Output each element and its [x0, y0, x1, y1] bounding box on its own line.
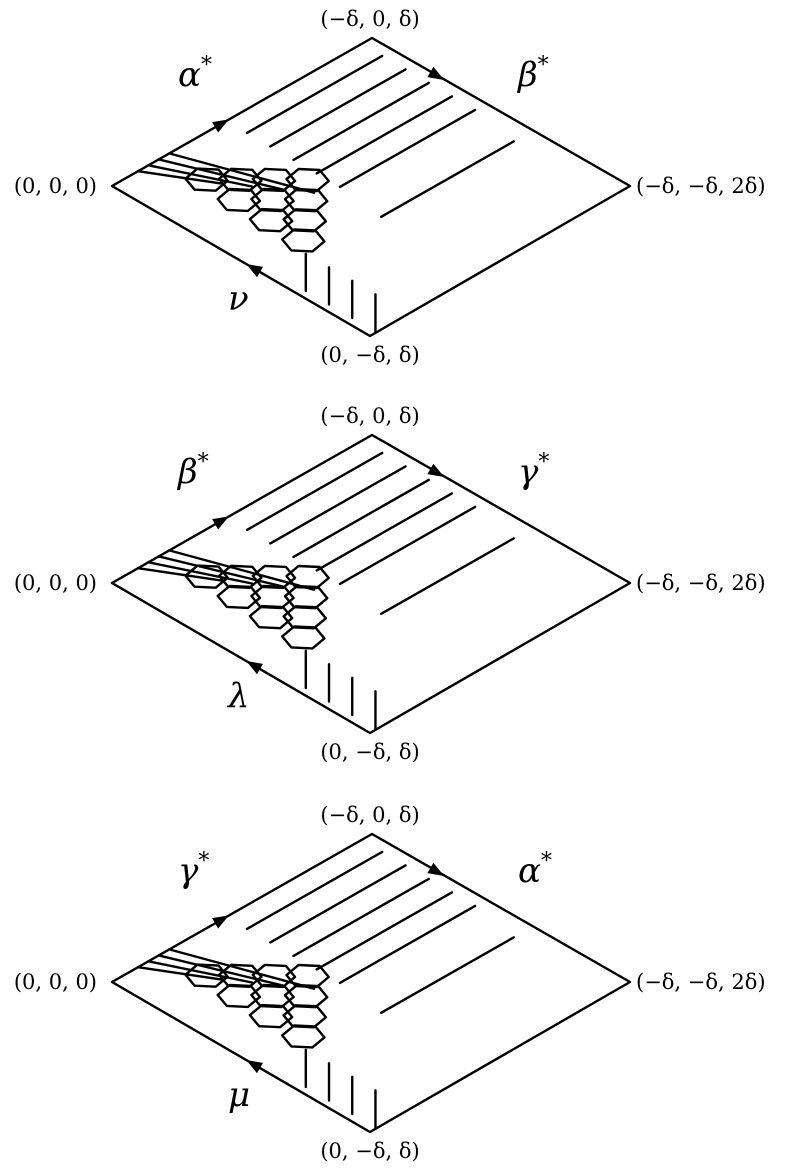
path-stripe-right [379, 537, 515, 616]
hexagon-cell [216, 584, 262, 610]
path-stripe-upper [292, 877, 430, 958]
path-stripe-left [167, 948, 316, 990]
arrowhead-icon [427, 862, 445, 876]
arrowhead-icon [212, 516, 229, 530]
label-upper-right: β* [516, 53, 549, 95]
arrowhead-icon [246, 264, 263, 278]
label-upper-left: γ* [178, 849, 209, 891]
label-lower-left: λ [226, 676, 250, 716]
star-superscript: * [538, 450, 549, 475]
corner-label-right: (−δ, −δ, 2δ) [636, 571, 766, 595]
hexagon-cell [282, 1004, 328, 1029]
path-stripe-upper [315, 492, 454, 572]
star-superscript: * [541, 849, 552, 874]
corner-label-bottom: (0, −δ, δ) [320, 1139, 419, 1163]
path-stripe-upper [315, 95, 454, 175]
path-stripe-left [136, 965, 223, 981]
label-lower-left: μ [228, 1075, 250, 1115]
path-stripe-left [167, 549, 316, 591]
hexagon-grid [136, 451, 515, 730]
greek-symbol: α [178, 55, 201, 95]
hexagon-grid [136, 850, 515, 1129]
corner-label-top: (−δ, 0, δ) [320, 7, 419, 31]
corner-label-top: (−δ, 0, δ) [320, 803, 419, 827]
corner-label-bottom: (0, −δ, δ) [320, 740, 419, 764]
hexagon-cell [282, 208, 328, 233]
path-stripe-upper [245, 451, 384, 532]
arrowhead-icon [427, 463, 445, 477]
corner-label-top: (−δ, 0, δ) [320, 404, 419, 428]
path-stripe-left [157, 158, 285, 191]
path-stripe-upper [269, 864, 407, 944]
path-stripe-upper [245, 54, 384, 135]
arrowhead-icon [427, 66, 445, 80]
greek-symbol: α [518, 851, 541, 891]
rhombus-outline [110, 433, 632, 735]
star-superscript: * [198, 450, 209, 475]
label-upper-right: α* [518, 849, 552, 891]
corner-label-right: (−δ, −δ, 2δ) [636, 970, 766, 994]
hexagon-cell [281, 228, 326, 253]
path-stripe-left [157, 555, 285, 588]
arrowhead-icon [246, 1060, 263, 1074]
star-superscript: * [538, 53, 549, 78]
path-stripe-left [136, 566, 223, 582]
corner-label-left: (0, 0, 0) [14, 571, 97, 595]
path-stripe-left [157, 954, 285, 987]
corner-label-bottom: (0, −δ, δ) [320, 343, 419, 367]
path-stripe-right [379, 936, 515, 1015]
greek-symbol: γ [178, 851, 199, 891]
hexagon-cell [281, 625, 326, 650]
greek-symbol: β [516, 55, 538, 95]
star-superscript: * [198, 849, 209, 874]
path-stripe-right [379, 140, 515, 219]
hexagon-cell [248, 604, 294, 630]
label-upper-left: β* [176, 450, 209, 492]
arrowhead-icon [212, 119, 229, 133]
corner-label-left: (0, 0, 0) [14, 174, 97, 198]
path-stripe-upper [292, 478, 430, 559]
hexagon-cell [248, 1003, 294, 1029]
hexagon-grid [136, 54, 515, 333]
path-stripe-upper [315, 891, 454, 971]
corner-label-right: (−δ, −δ, 2δ) [636, 174, 766, 198]
label-upper-left: α* [178, 53, 212, 95]
path-stripe-left [147, 164, 254, 188]
panel-3: (−δ, 0, δ) (0, 0, 0) (−δ, −δ, 2δ) (0, −δ… [14, 803, 766, 1163]
path-stripe-left [136, 169, 223, 185]
corner-label-left: (0, 0, 0) [14, 970, 97, 994]
star-superscript: * [201, 53, 212, 78]
greek-symbol: γ [518, 452, 539, 492]
hexagon-cell [282, 605, 328, 630]
label-upper-right: γ* [518, 450, 549, 492]
panel-1: (−δ, 0, δ) (0, 0, 0) (−δ, −δ, 2δ) (0, −δ… [14, 7, 766, 367]
path-stripe-upper [245, 850, 384, 931]
path-stripe-left [167, 152, 316, 194]
arrowhead-icon [212, 915, 229, 929]
path-stripe-left [147, 960, 254, 984]
path-stripe-upper [338, 108, 477, 189]
path-stripe-upper [269, 68, 407, 148]
hexagon-cell [216, 983, 262, 1009]
path-stripe-upper [338, 904, 477, 985]
greek-symbol: β [176, 452, 198, 492]
arrowhead-icon [246, 661, 263, 675]
hexagon-cell [216, 187, 262, 213]
panel-2: (−δ, 0, δ) (0, 0, 0) (−δ, −δ, 2δ) (0, −δ… [14, 404, 766, 764]
rhombus-outline [110, 36, 632, 338]
path-stripe-upper [338, 505, 477, 586]
hexagon-cell [281, 1024, 326, 1049]
rhombus-outline [110, 832, 632, 1134]
path-stripe-upper [269, 465, 407, 545]
path-stripe-left [147, 561, 254, 585]
label-lower-left: ν [228, 279, 249, 319]
hexagon-cell [248, 207, 294, 233]
path-stripe-upper [292, 81, 430, 162]
